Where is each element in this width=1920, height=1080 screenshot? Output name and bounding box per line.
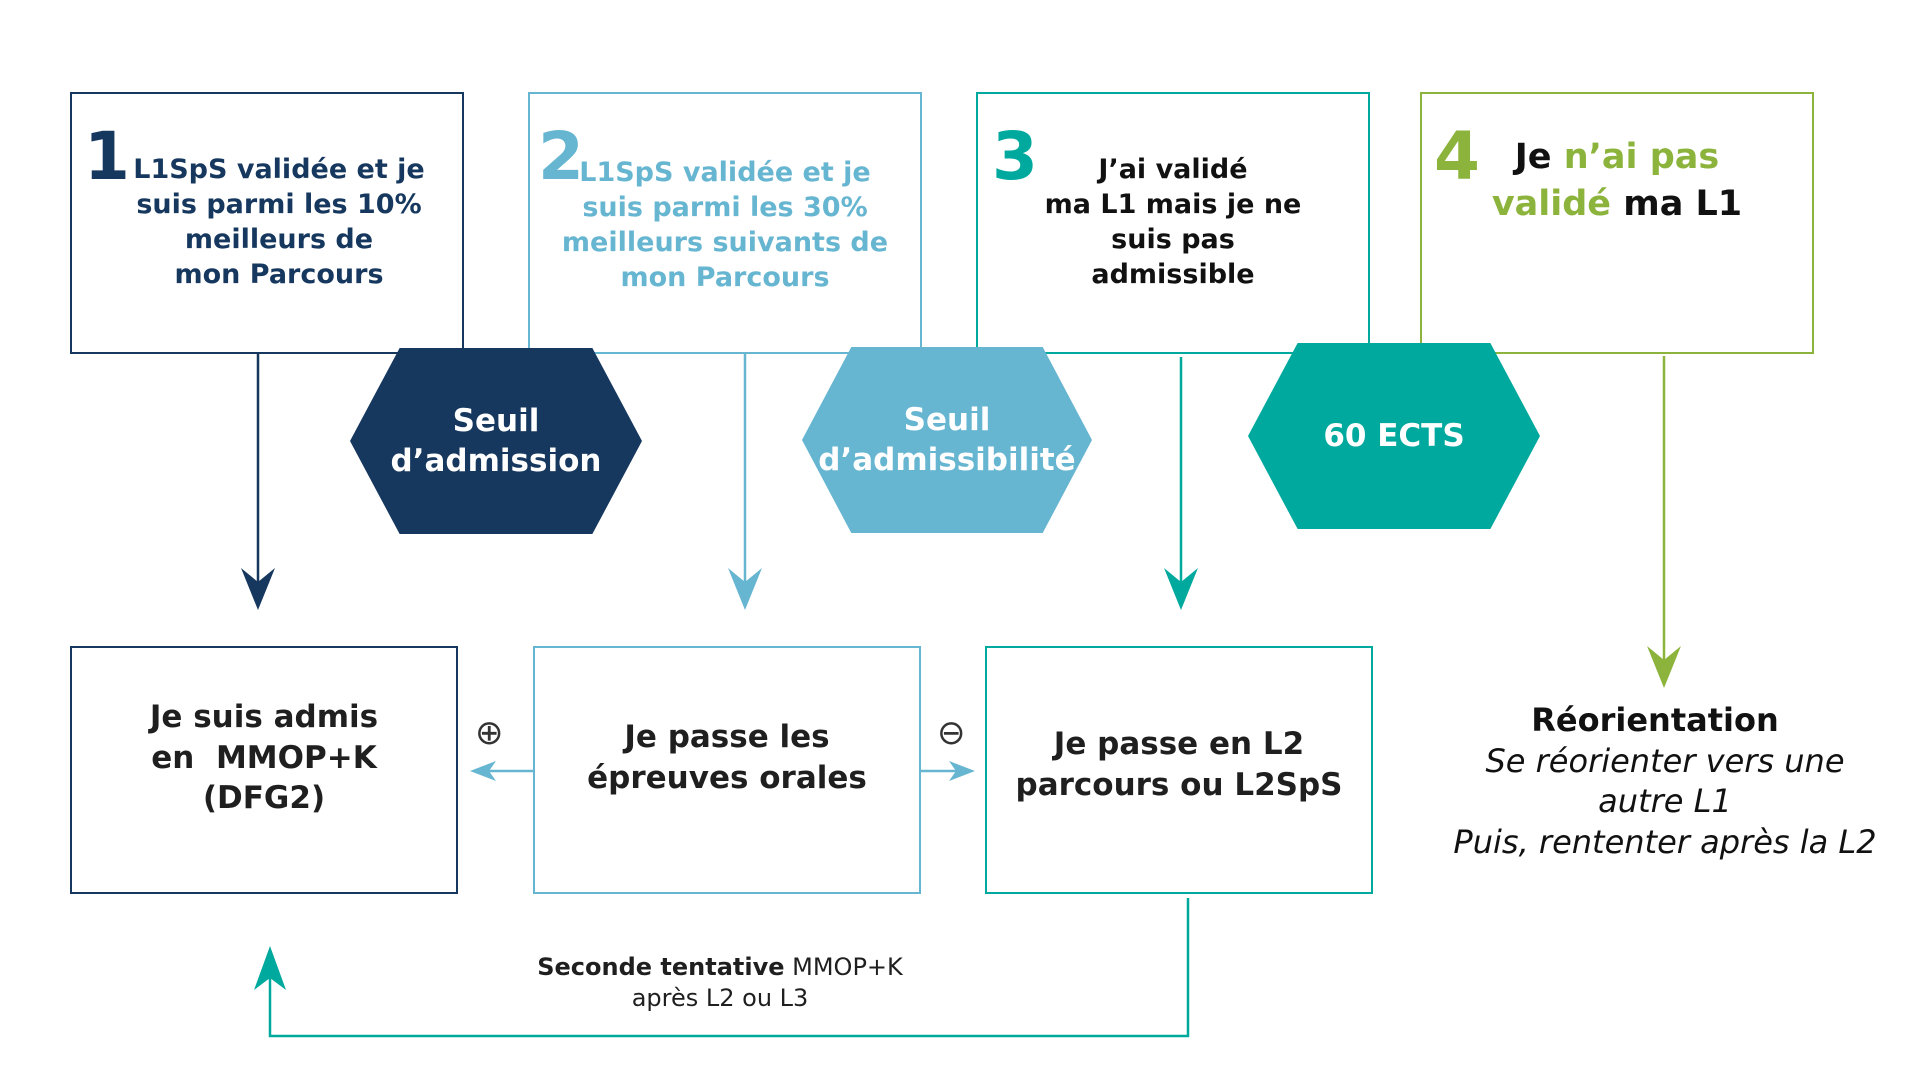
step-text-3: J’ai validé ma L1 mais je ne suis pas ad… [1044, 153, 1302, 291]
reorientation-title: Réorientation [1531, 701, 1779, 739]
step-box-1: 1 L1SpS validée et je suis parmi les 10%… [70, 92, 464, 354]
arrowhead-second-attempt [254, 946, 286, 990]
step-number-4: 4 [1434, 118, 1480, 195]
threshold-hex-admissibility: Seuil d’admissibilité [802, 347, 1092, 533]
outcome-box-admitted: Je suis admis en MMOP+K (DFG2) [70, 646, 458, 894]
outcome-box-oral-exams: Je passe les épreuves orales [533, 646, 921, 894]
step-text-4: Je n’ai pas validé ma L1 [1491, 137, 1743, 224]
step-number-1: 1 [84, 118, 130, 195]
step-box-2: 2 L1SpS validée et je suis parmi les 30%… [528, 92, 922, 354]
step-text-1: L1SpS validée et je suis parmi les 10% m… [133, 153, 425, 291]
outcome-box-l2: Je passe en L2 parcours ou L2SpS [985, 646, 1373, 894]
plus-icon: ⊕ [475, 713, 504, 753]
arrowhead-step2 [728, 568, 762, 610]
threshold-hex-ects: 60 ECTS [1248, 343, 1540, 529]
arrowhead-step4 [1647, 646, 1681, 688]
step-number-2: 2 [538, 118, 584, 195]
arrowhead-to-l2 [949, 761, 975, 781]
arrowhead-to-admitted [470, 761, 496, 781]
arrow-second-attempt [268, 898, 1190, 1038]
step-text-2: L1SpS validée et je suis parmi les 30% m… [561, 156, 889, 294]
arrowhead-step1 [241, 568, 275, 610]
reorientation-block: Réorientation Se réorienter vers une aut… [1420, 700, 1910, 863]
arrowhead-step3 [1164, 568, 1198, 610]
minus-icon: ⊖ [937, 713, 966, 753]
threshold-hex-admission: Seuil d’admission [350, 348, 642, 534]
step-box-4: 4 Je n’ai pas validé ma L1 [1420, 92, 1814, 354]
step-number-3: 3 [992, 118, 1038, 195]
second-attempt-label: Seconde tentative MMOP+K après L2 ou L3 [537, 953, 903, 1013]
step-box-3: 3 J’ai validé ma L1 mais je ne suis pas … [976, 92, 1370, 354]
